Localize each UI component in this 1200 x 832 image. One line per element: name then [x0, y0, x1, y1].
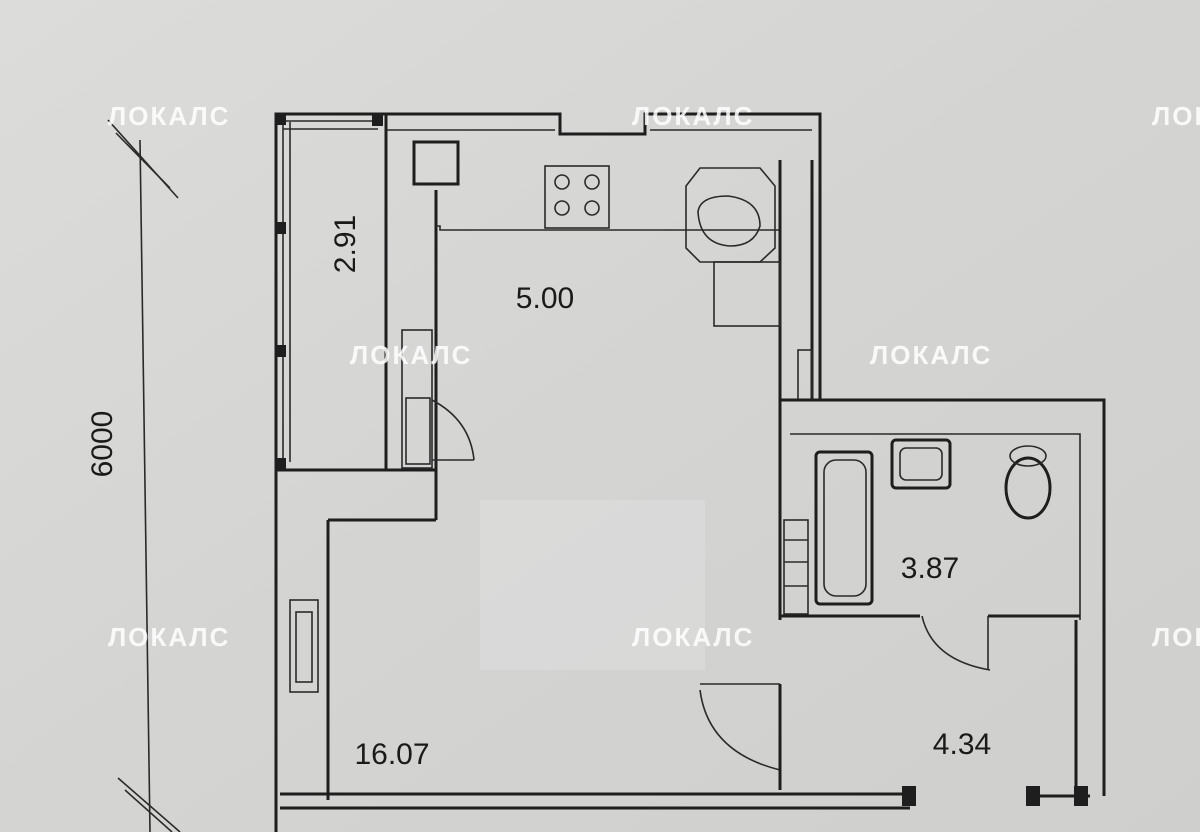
watermark-8: ЛОКАЛС	[1152, 622, 1200, 652]
room-area-kitchen: 5.00	[516, 282, 574, 315]
watermark-7: ЛОКАЛС	[632, 622, 754, 652]
loggia-outline	[274, 112, 388, 472]
room-area-loggia: 2.91	[329, 215, 362, 273]
room-area-living: 16.07	[354, 738, 429, 771]
watermark-2: ЛОКАЛС	[632, 101, 754, 131]
room-area-bathroom: 3.87	[901, 552, 959, 585]
paper-highlight	[480, 500, 705, 670]
dimension-label: 6000	[86, 411, 119, 478]
watermark-5: ЛОКАЛС	[870, 340, 992, 370]
living-door	[699, 683, 782, 790]
watermark-1: ЛОКАЛС	[108, 101, 230, 131]
loggia-door	[401, 329, 475, 469]
apartment-walls	[274, 112, 1090, 832]
dimension-line	[107, 119, 181, 832]
living-window	[289, 599, 319, 693]
bathroom	[780, 398, 1106, 796]
kitchen-furniture	[412, 140, 781, 327]
watermark-6: ЛОКАЛС	[108, 622, 230, 652]
watermark-3: ЛОКАЛС	[1152, 101, 1200, 131]
watermark-4: ЛОКАЛС	[350, 340, 472, 370]
room-area-hall: 4.34	[933, 728, 991, 761]
